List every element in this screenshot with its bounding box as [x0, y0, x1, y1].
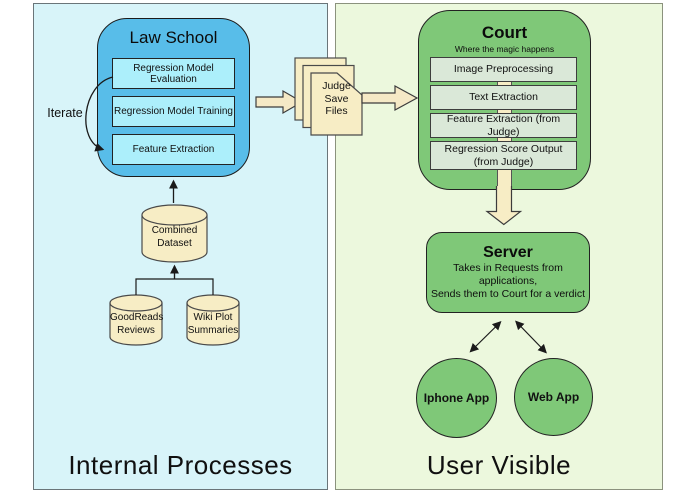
court-step-label: Feature Extraction (from Judge): [446, 113, 561, 138]
judge-save-files-label: Judge Save Files: [311, 80, 362, 118]
law-step-label: Feature Extraction: [132, 144, 215, 155]
court-step-label: Text Extraction: [469, 91, 538, 104]
law-school-title: Law School: [129, 28, 218, 47]
combined-dataset-label: Combined Dataset: [142, 224, 207, 250]
law-school-box: Law School Regression Model Evaluation R…: [97, 18, 250, 177]
court-step4-line2: (from Judge): [473, 155, 534, 168]
iphone-app-circle: Iphone App: [416, 358, 497, 438]
files-line2: Save: [324, 92, 349, 105]
court-title: Court: [481, 23, 528, 42]
server-desc-line1: Takes in Requests from applications,: [453, 262, 563, 287]
law-step-regression-model-evaluation: Regression Model Evaluation: [112, 58, 235, 89]
law-step-label: Regression Model Evaluation: [133, 62, 214, 85]
law-step-label: Regression Model Training: [114, 106, 233, 117]
court-step-label: Image Preprocessing: [453, 63, 554, 76]
combined-line2: Dataset: [157, 238, 192, 249]
web-app-circle: Web App: [514, 358, 593, 436]
goodreads-label: GoodReads Reviews: [110, 311, 164, 337]
court-step-regression-score-output: Regression Score Output (from Judge): [430, 141, 577, 170]
wiki-line2: Summaries: [187, 325, 239, 336]
court-box: Court Where the magic happens Image Prep…: [418, 10, 591, 190]
law-step-regression-model-training: Regression Model Training: [112, 96, 235, 127]
user-visible-caption: User Visible: [426, 450, 572, 480]
court-step-image-preprocessing: Image Preprocessing: [430, 57, 577, 82]
court-step4-line1: Regression Score Output: [444, 143, 563, 156]
court-step-label: Regression Score Output (from Judge): [445, 143, 563, 167]
iphone-app-label: Iphone App: [423, 391, 490, 405]
server-title: Server: [483, 244, 533, 261]
court-subtitle: Where the magic happens: [454, 44, 555, 54]
court-step-text-extraction: Text Extraction: [430, 85, 577, 110]
combined-line1: Combined: [151, 225, 198, 236]
law-step-feature-extraction: Feature Extraction: [112, 134, 235, 165]
wiki-plot-label: Wiki Plot Summaries: [187, 311, 239, 337]
files-line3: Files: [325, 105, 348, 117]
internal-processes-caption: Internal Processes: [68, 450, 293, 480]
files-line1: Judge: [322, 80, 351, 92]
web-app-label: Web App: [527, 390, 580, 404]
iterate-label: Iterate: [47, 106, 83, 120]
wiki-line1: Wiki Plot: [193, 312, 233, 323]
goodreads-line1: GoodReads: [110, 312, 164, 323]
court-step-feature-extraction: Feature Extraction (from Judge): [430, 113, 577, 138]
server-box: Server Takes in Requests from applicatio…: [426, 232, 590, 313]
goodreads-line2: Reviews: [117, 325, 155, 336]
server-desc-line2: Sends them to Court for a verdict: [430, 288, 586, 300]
